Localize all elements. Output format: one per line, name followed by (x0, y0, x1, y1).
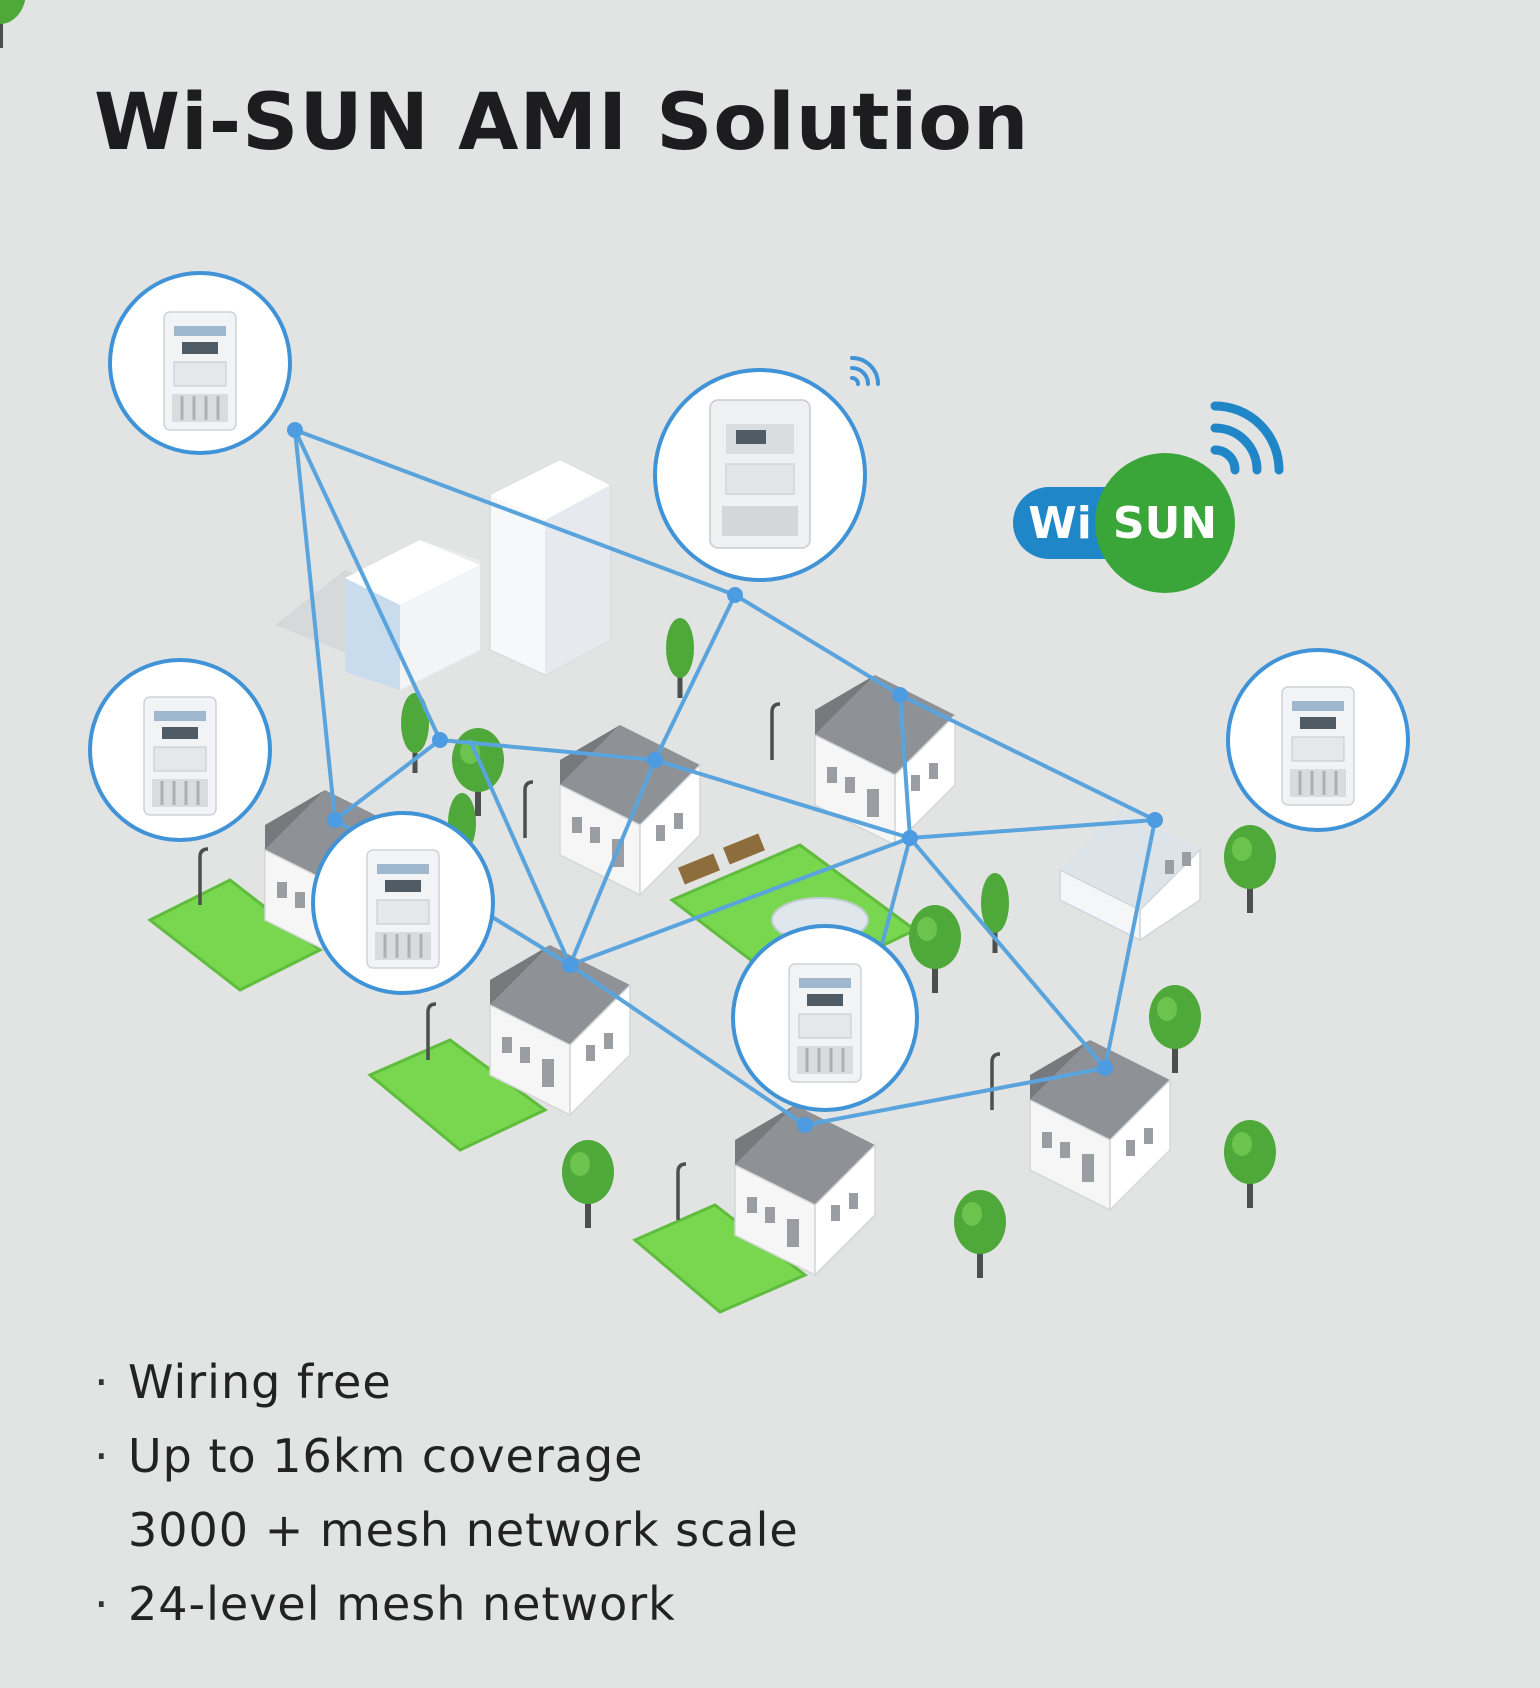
smart-meter-icon (709, 399, 811, 549)
feature-text: 3000 + mesh network scale (128, 1503, 799, 1557)
meter-bubble (1226, 648, 1410, 832)
mesh-node (562, 957, 578, 973)
smart-meter-icon (1280, 685, 1356, 807)
mesh-node (727, 587, 743, 603)
wisun-logo-right: SUN (1113, 498, 1217, 549)
house (814, 674, 956, 846)
bullet-marker: · (94, 1355, 110, 1409)
feature-item: · Up to 16km coverage (88, 1419, 799, 1493)
tree (909, 905, 961, 993)
houses (264, 674, 1201, 1276)
grass-patch (632, 1203, 808, 1314)
wisun-logo-left: Wi (1028, 498, 1092, 549)
tree (1224, 825, 1276, 913)
mesh-nodes (287, 422, 1163, 1133)
lamp-post (523, 780, 535, 840)
grass-patch (367, 1038, 548, 1152)
smart-meter-icon (365, 848, 441, 970)
wireless-signal-icon (1210, 401, 1284, 475)
smart-meter-icon (787, 962, 863, 1084)
mesh-node (1097, 1060, 1113, 1076)
tree (1224, 1120, 1276, 1208)
wisun-logo: Wi SUN (1013, 401, 1284, 593)
feature-list: · Wiring free · Up to 16km coverage 3000 +… (88, 1345, 799, 1641)
smart-meter-icon (142, 695, 218, 817)
meter-bubble (108, 271, 292, 455)
feature-text: Wiring free (128, 1355, 392, 1409)
lamp-post (990, 1052, 1002, 1112)
bullet-marker: · (94, 1429, 110, 1483)
lamp-post (770, 702, 782, 762)
smart-meter-icon (162, 310, 238, 432)
bullet-marker: · (94, 1577, 110, 1631)
meter-bubble (731, 924, 919, 1112)
feature-item: · 24-level mesh network (88, 1567, 799, 1641)
grass-patch (147, 878, 323, 992)
mesh-links (293, 428, 1157, 1127)
feature-item: 3000 + mesh network scale (88, 1493, 799, 1567)
wireless-signal-icon (850, 356, 880, 386)
mesh-node (287, 422, 303, 438)
meter-bubbles (88, 271, 1410, 1112)
mesh-node (327, 812, 343, 828)
tree (562, 1140, 614, 1228)
page-title: Wi-SUN AMI Solution (94, 78, 1030, 168)
office-buildings (275, 459, 611, 690)
lamp-post (676, 1162, 688, 1222)
mesh-node (902, 830, 918, 846)
meter-bubble (88, 658, 272, 842)
mesh-node (797, 1117, 813, 1133)
tree (0, 0, 26, 48)
park-bench (723, 833, 765, 865)
tree (1149, 985, 1201, 1073)
tree (954, 1190, 1006, 1278)
mesh-node (647, 752, 663, 768)
mesh-node (1147, 812, 1163, 828)
mesh-node (432, 732, 448, 748)
glass-house (1059, 810, 1201, 942)
feature-item: · Wiring free (88, 1345, 799, 1419)
feature-text: 24-level mesh network (128, 1577, 676, 1631)
meter-bubble (653, 356, 880, 582)
park-bench (678, 853, 720, 885)
meter-bubble (311, 811, 495, 995)
feature-text: Up to 16km coverage (128, 1429, 644, 1483)
mesh-node (892, 687, 908, 703)
